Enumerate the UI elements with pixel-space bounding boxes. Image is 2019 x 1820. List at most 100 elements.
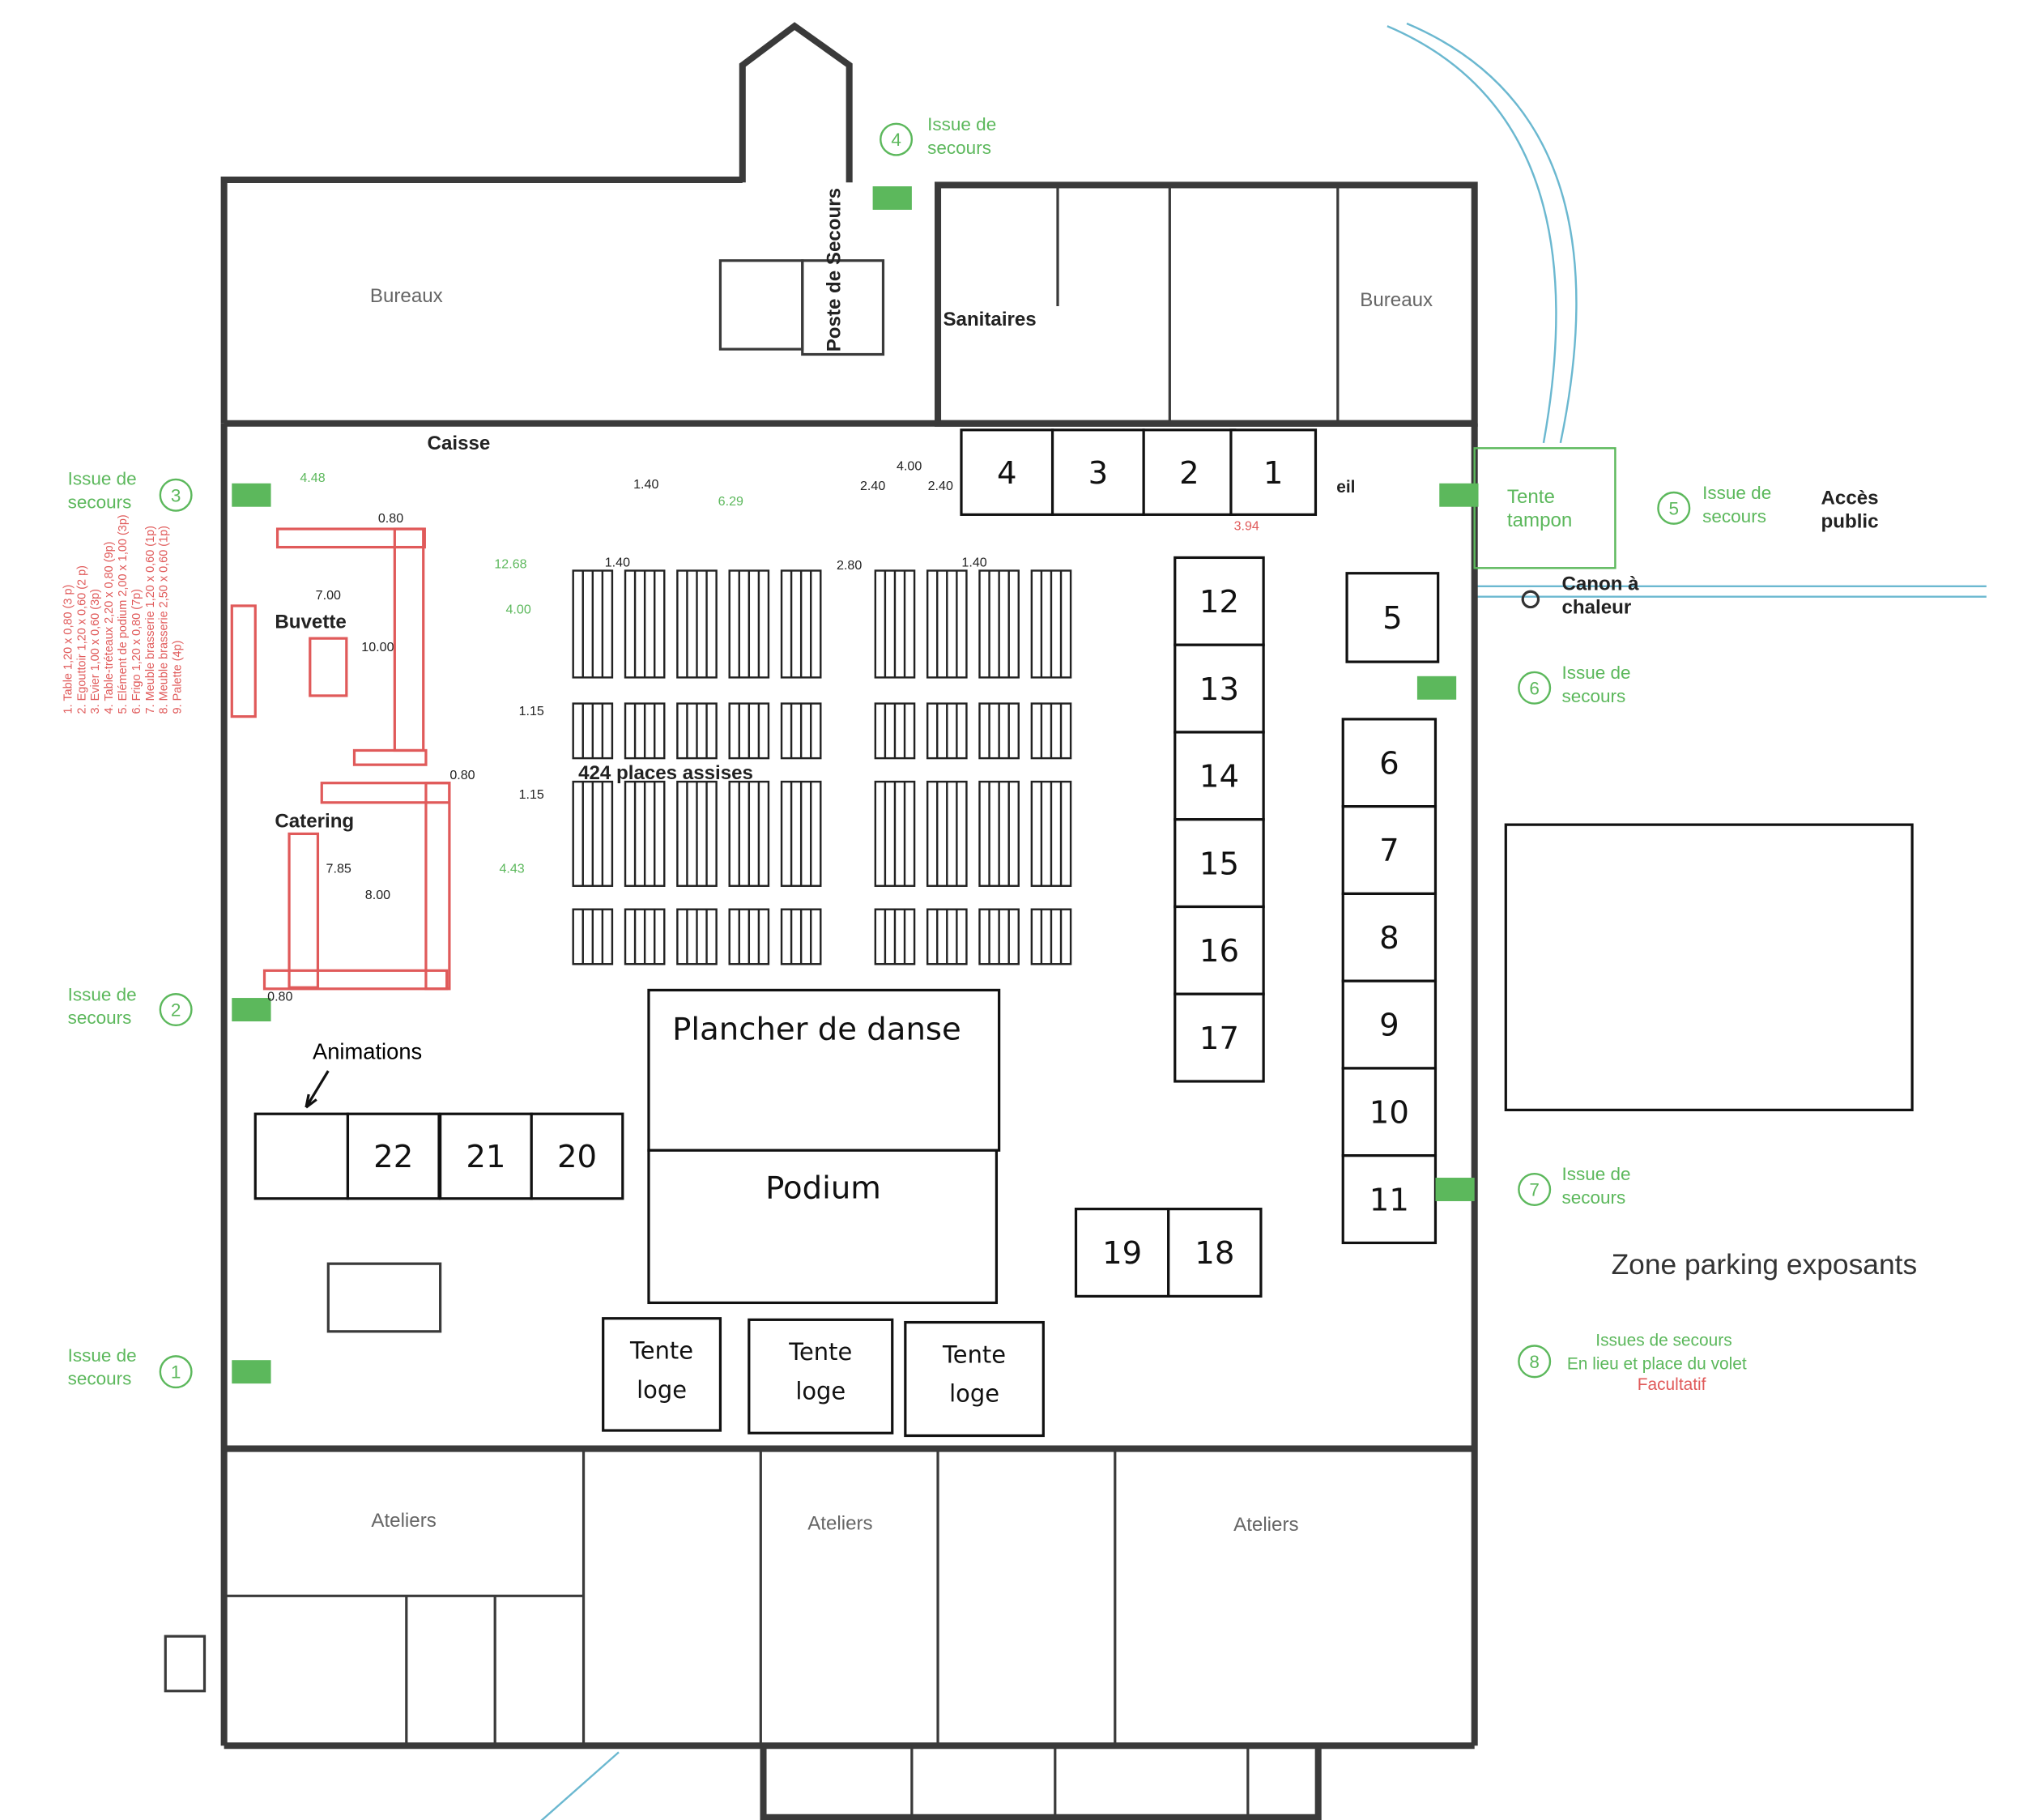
exit-number: 8: [1529, 1352, 1540, 1372]
exit-sign-icon: [872, 186, 912, 210]
exit-label: secours: [1561, 686, 1625, 706]
dimension-label: 4.00: [897, 459, 922, 474]
dimension-label: 6.29: [718, 494, 743, 509]
exit-number: 4: [891, 130, 901, 150]
stand-18: 18: [1167, 1208, 1263, 1298]
exit-number-circle: [159, 993, 193, 1027]
stand-16-number: 16: [1199, 933, 1239, 970]
exit-label: Issue de: [927, 114, 996, 134]
seat-block: [728, 780, 770, 887]
dimension-label: 1.15: [519, 787, 544, 802]
tente-loge-3: [904, 1320, 1045, 1438]
stand-4: 4: [960, 428, 1054, 516]
exit-sign-icon: [1439, 483, 1479, 507]
animations-arrow: [305, 1070, 330, 1109]
dimension-label: 0.80: [267, 989, 292, 1004]
canon-label-2: chaleur: [1561, 597, 1631, 619]
seat-block: [926, 702, 968, 760]
legend-item: 6. Frigo 1,20 x 0,80 (7p): [130, 589, 143, 714]
exit-label: Issues de secours: [1595, 1332, 1731, 1350]
exit-label: secours: [1561, 1187, 1625, 1208]
room-sanitaires: Sanitaires: [943, 309, 1036, 330]
stand-12: 12: [1173, 556, 1265, 646]
dimension-label: 7.85: [326, 862, 351, 876]
stand-2: 2: [1142, 428, 1237, 516]
exit-label: Issue de: [68, 1345, 137, 1366]
exit-note: Facultatif: [1638, 1375, 1706, 1394]
exit-label: secours: [927, 138, 991, 158]
seating-label: 424 places assises: [578, 762, 753, 784]
zone-parking-label: Zone parking exposants: [1612, 1249, 1918, 1281]
dimension-label: 10.00: [361, 640, 394, 654]
seat-block: [926, 569, 968, 679]
exit-sign-icon: [1435, 1178, 1475, 1201]
kitchen-legend: 1. Table 1,20 x 0,80 (3 p)2. Egouttoir 1…: [62, 514, 184, 714]
seat-block: [1030, 569, 1072, 679]
exit-number-circle: [1518, 671, 1552, 705]
waterway: [540, 22, 1987, 1820]
seat-block: [624, 780, 666, 887]
stand-13-number: 13: [1199, 671, 1239, 708]
stand-left-2-number: 21: [466, 1139, 505, 1175]
exit-number: 2: [171, 1000, 181, 1021]
seat-block: [926, 780, 968, 887]
stand-3: 3: [1050, 428, 1145, 516]
stand-left-3: 20: [530, 1112, 624, 1200]
room-bureaux-right: Bureaux: [1360, 289, 1433, 311]
room-ateliers-1: Ateliers: [371, 1510, 436, 1532]
stand-9: 9: [1341, 979, 1438, 1070]
dimension-label: 1.40: [633, 477, 658, 492]
podium-label: Podium: [765, 1170, 881, 1207]
stand-left-1-number: 22: [373, 1139, 413, 1175]
stand-7-number: 7: [1379, 833, 1399, 869]
exit-sign-icon: [232, 998, 271, 1022]
legend-item: 4. Table-tréteaux 2,20 x 0,80 (9p): [103, 542, 116, 714]
seat-block: [572, 702, 614, 760]
exit-label: Issue de: [68, 984, 137, 1004]
stand-1-number: 1: [1263, 455, 1284, 492]
stand-15-number: 15: [1199, 846, 1239, 882]
stand-10-number: 10: [1369, 1095, 1409, 1132]
legend-item: 1. Table 1,20 x 0,80 (3 p): [62, 585, 75, 714]
buvette-label: Buvette: [275, 611, 346, 633]
stand-11: 11: [1341, 1154, 1438, 1245]
room-ateliers-3: Ateliers: [1233, 1514, 1298, 1536]
exit-number: 5: [1669, 498, 1680, 518]
exit-label: secours: [1702, 506, 1766, 526]
seat-block: [624, 702, 666, 760]
dimension-label: 2.80: [837, 558, 862, 573]
exit-number: 1: [171, 1362, 181, 1383]
stand-17-number: 17: [1199, 1021, 1239, 1057]
catering-label: Catering: [275, 810, 354, 832]
kitchen-furniture: [230, 527, 451, 991]
legend-item: 2. Egouttoir 1,20 x 0,60 (2 p): [75, 565, 88, 714]
seat-block: [926, 908, 968, 965]
acces-public-label: Accès: [1821, 487, 1879, 509]
stand-16: 16: [1173, 905, 1265, 995]
stand-12-number: 12: [1199, 584, 1239, 620]
stand-6-number: 6: [1379, 745, 1399, 782]
seat-block: [572, 780, 614, 887]
stand-8: 8: [1341, 892, 1438, 982]
dimension-label: 0.80: [449, 768, 475, 782]
exit-5: 5 Issue de secours: [1439, 483, 1771, 526]
stand-19: 19: [1074, 1208, 1170, 1298]
dimension-label: 1.15: [519, 704, 544, 718]
stand-8-number: 8: [1379, 920, 1399, 957]
exit-sign-icon: [1416, 676, 1457, 700]
stand-18-number: 18: [1195, 1235, 1234, 1272]
exit-label: Issue de: [1702, 483, 1771, 503]
exit-4: 4 Issue de secours: [872, 114, 996, 210]
seat-block: [780, 702, 822, 760]
stand-14-number: 14: [1199, 759, 1239, 795]
legend-item: 8. Meuble brasserie 2,50 x 0,60 (1p): [158, 526, 171, 714]
seat-block: [1030, 908, 1072, 965]
stand-15: 15: [1173, 818, 1265, 909]
exit-number-circle: [1657, 491, 1691, 525]
seat-block: [978, 569, 1020, 679]
